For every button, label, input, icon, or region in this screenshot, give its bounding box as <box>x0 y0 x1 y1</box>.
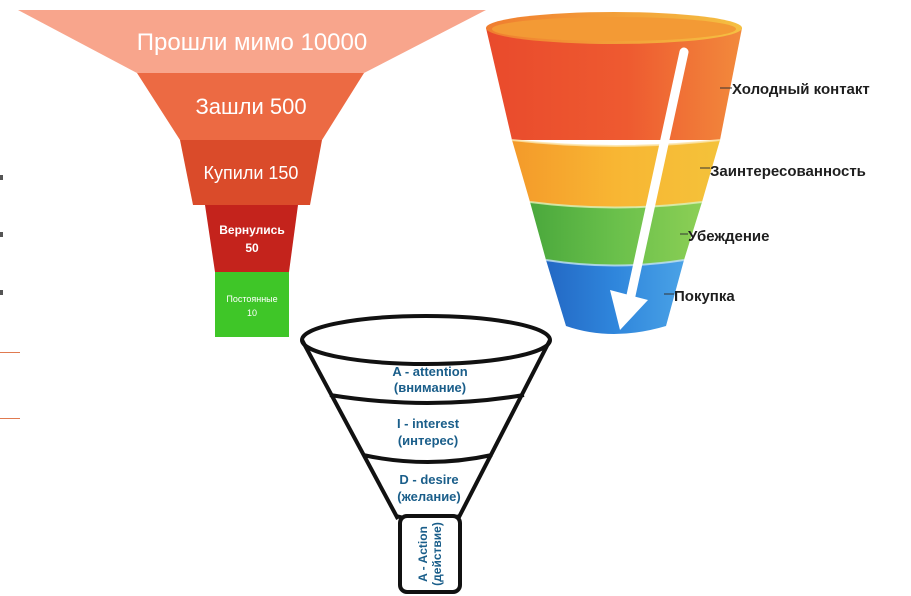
funnel-right-label-persuasion: Убеждение <box>688 228 770 245</box>
funnel-left-stage-5 <box>215 272 289 337</box>
funnel-left-stage-2 <box>137 73 364 140</box>
aida-desire-line2: (желание) <box>397 489 461 504</box>
funnel-left: Прошли мимо 10000 Зашли 500 Купили 150 В… <box>18 10 486 337</box>
aida-divider-2 <box>362 453 493 464</box>
aida-divider-1 <box>329 393 525 405</box>
funnel-left-label-3: Купили 150 <box>204 163 299 183</box>
aida-interest-line1: I - interest <box>397 416 460 431</box>
funnel-left-label-5b: 10 <box>247 308 257 318</box>
funnel-left-label-4b: 50 <box>245 241 259 255</box>
funnel-left-label-5a: Постоянные <box>226 294 277 304</box>
funnel-right-label-interest: Заинтересованность <box>710 163 866 180</box>
left-edge-marks <box>0 175 20 419</box>
aida-desire-line1: D - desire <box>399 472 458 487</box>
funnel-right-stage-cold <box>486 28 742 140</box>
funnel-left-label-4a: Вернулись <box>219 223 284 237</box>
funnel-left-stage-4 <box>205 205 298 272</box>
funnel-left-label-1: Прошли мимо 10000 <box>137 29 367 56</box>
funnel-right: Холодный контакт Заинтересованность Убеж… <box>486 12 870 334</box>
aida-attention-line1: A - attention <box>392 364 467 379</box>
funnel-right-stage-persuasion <box>530 202 702 266</box>
funnel-right-label-purchase: Покупка <box>674 288 735 305</box>
funnel-left-stage-3 <box>180 140 322 205</box>
aida-spout <box>398 514 462 594</box>
aida-action-line1: A - Action <box>416 526 430 582</box>
funnel-right-stage-interest <box>512 140 720 208</box>
funnel-left-label-2: Зашли 500 <box>195 94 306 119</box>
funnel-aida: A - attention (внимание) I - interest (и… <box>300 314 552 594</box>
funnel-left-stage-1 <box>18 10 486 73</box>
aida-attention-line2: (внимание) <box>394 380 466 395</box>
funnel-right-label-cold: Холодный контакт <box>732 81 870 98</box>
aida-action-line2: (действие) <box>430 522 444 586</box>
funnel-right-arrow <box>610 47 689 330</box>
aida-interest-line2: (интерес) <box>398 433 458 448</box>
